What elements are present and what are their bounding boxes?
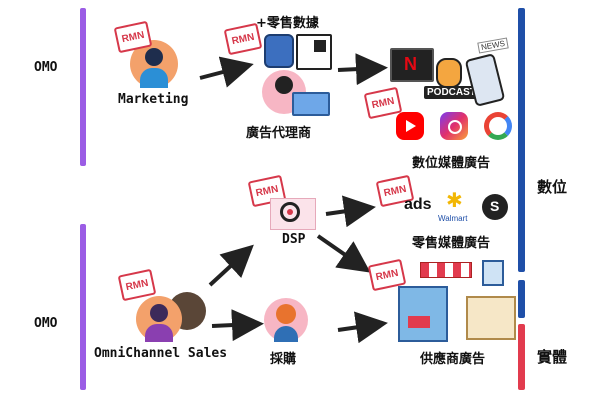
podcast-label: PODCAST: [424, 86, 479, 99]
procurement-person-head: [276, 304, 296, 324]
omnichannel-sales-label: OmniChannel Sales: [94, 346, 228, 361]
arrow-procurement-to-supplier: [337, 311, 388, 344]
laptop-icon: [292, 92, 330, 116]
shop-front-icon: [466, 296, 516, 340]
database-icon: [264, 34, 294, 68]
google-icon: [484, 112, 512, 140]
target-center: [287, 209, 293, 215]
store-building-icon: [398, 286, 448, 342]
arrow-agency-to-digital-media: [337, 53, 388, 86]
amazon-ads-logo: ads: [404, 196, 432, 213]
instagram-icon: [440, 112, 468, 140]
arrow-marketing-to-agency: [199, 56, 254, 88]
sales-person-body: [145, 324, 173, 342]
walmart-spark-icon: ✱: [446, 188, 463, 212]
procurement-person-body: [274, 326, 298, 342]
retail-data-label: +零售數據: [256, 16, 319, 31]
shopify-style-logo: S: [482, 194, 508, 220]
sales-person-head: [150, 304, 168, 322]
physical-label: 實體: [537, 348, 568, 366]
marketing-person-body: [140, 68, 168, 88]
omo-bottom-bar: [80, 224, 86, 390]
digital-bar-lower: [518, 280, 525, 318]
youtube-icon: [396, 112, 424, 140]
report-doc-photo: [314, 40, 326, 52]
instagram-lens: [448, 120, 462, 134]
report-doc-icon: [296, 34, 332, 70]
omo-bottom-label: OMO: [34, 316, 58, 331]
arrow-sales-to-procurement: [211, 309, 264, 342]
omo-top-bar: [80, 8, 86, 166]
retail-media-ads-label: 零售媒體廣告: [412, 236, 491, 251]
walmart-logo: Walmart: [438, 214, 468, 223]
digital-media-ads-label: 數位媒體廣告: [412, 156, 491, 171]
arrow-dsp-to-supplier: [316, 234, 371, 273]
target-icon: [280, 202, 300, 222]
physical-bar: [518, 324, 525, 390]
shopify-style-logo-mark: S: [490, 198, 500, 214]
procurement-avatar: [264, 298, 308, 342]
netflix-tv-icon: N: [390, 48, 434, 82]
billboard-icon: [482, 260, 504, 286]
podcast-mic-icon: [436, 58, 462, 88]
omo-top-label: OMO: [34, 60, 58, 75]
arrow-dsp-to-retail-media: [325, 195, 376, 228]
digital-label: 數位: [537, 178, 568, 196]
supplier-ads-label: 供應商廣告: [420, 352, 486, 367]
dsp-label: DSP: [282, 232, 306, 247]
sales-avatar: [136, 296, 182, 342]
arrow-sales-to-dsp: [208, 244, 254, 287]
store-awning-icon: [420, 262, 472, 278]
agency-person-head: [275, 76, 293, 94]
ad-agency-label: 廣告代理商: [246, 126, 312, 141]
youtube-play: [406, 120, 416, 132]
netflix-logo: N: [404, 54, 417, 74]
marketing-person-head: [145, 48, 163, 66]
digital-bar: [518, 8, 525, 272]
procurement-label: 採購: [270, 352, 297, 367]
mall-sign-icon: [408, 316, 430, 328]
marketing-label: Marketing: [118, 92, 189, 107]
